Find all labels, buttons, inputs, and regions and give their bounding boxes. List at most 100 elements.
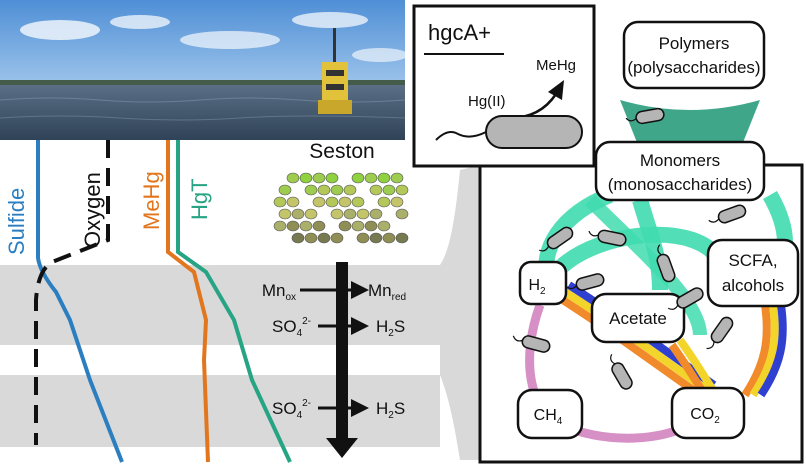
- seston-particle: [325, 196, 339, 208]
- h2-sub: 2: [540, 286, 546, 297]
- seston-particle: [395, 208, 409, 220]
- blue-flow-c: [757, 304, 787, 398]
- orange-flow-c: [741, 304, 771, 398]
- seston-particle: [369, 208, 383, 220]
- reaction-mn-from-sub: ox: [285, 292, 296, 303]
- node-scfa: SCFA, alcohols: [706, 238, 800, 308]
- microbial-cell: [588, 229, 627, 247]
- polymers-line2: (polysaccharides): [627, 58, 760, 77]
- node-ch4: CH4: [516, 388, 584, 440]
- seston-particle: [317, 232, 331, 244]
- seston-particles: [273, 172, 409, 244]
- reaction-mn-from: Mn: [262, 281, 286, 300]
- svg-text:H2S: H2S: [376, 399, 405, 421]
- seston-particle: [278, 208, 292, 220]
- seston-particle: [390, 172, 404, 184]
- seston-particle: [369, 232, 383, 244]
- seston-particle: [291, 232, 305, 244]
- svg-text:CH4: CH4: [534, 407, 563, 427]
- svg-text:SO42-: SO42-: [272, 316, 311, 339]
- sinking-arrow: [326, 262, 358, 458]
- seston-particle: [356, 208, 370, 220]
- seston-particle: [343, 208, 357, 220]
- svg-text:H2: H2: [528, 277, 546, 297]
- profiles: [34, 140, 292, 463]
- acetate-label: Acetate: [609, 309, 667, 328]
- node-polymers: Polymers (polysaccharides): [622, 20, 766, 90]
- svg-text:Mnred: Mnred: [368, 281, 406, 303]
- reaction-s2-to-after: S: [394, 399, 405, 418]
- seston-particle: [377, 172, 391, 184]
- scfa-line2: alcohols: [722, 276, 784, 295]
- co2-base: CO: [690, 406, 714, 423]
- scfa-line1: SCFA,: [728, 251, 777, 270]
- reaction-s1-to-after: S: [394, 317, 405, 336]
- mehg-label: MeHg: [139, 171, 164, 230]
- inset-product: MeHg: [536, 57, 576, 74]
- seston-particle: [395, 232, 409, 244]
- sulfide-label: Sulfide: [4, 188, 29, 255]
- reaction-s2-from: SO: [272, 399, 297, 418]
- sulfide-profile: [36, 140, 124, 463]
- seston-particle: [330, 232, 344, 244]
- microbial-cell: [625, 107, 665, 125]
- microbial-cell: [538, 226, 574, 252]
- methylation-arrowhead: [548, 80, 564, 100]
- monomers-line1: Monomers: [640, 151, 720, 170]
- seston-particle: [304, 232, 318, 244]
- mehg-profile: [166, 140, 210, 463]
- upper-band: [0, 265, 440, 345]
- svg-text:H2S: H2S: [376, 317, 405, 339]
- hgt-profile: [176, 140, 292, 463]
- microbial-cell: [512, 335, 551, 353]
- reaction-s2-from-sub: 4: [297, 410, 303, 421]
- hgca-inset: hgcA+ Hg(II) MeHg: [412, 4, 596, 168]
- seston-particle: [330, 184, 344, 196]
- hgca-flagellum: [435, 131, 487, 141]
- seston-particle: [286, 196, 300, 208]
- seston-particle: [286, 172, 300, 184]
- seston-particle: [317, 184, 331, 196]
- ch4-sub: 4: [557, 416, 563, 427]
- reaction-mn: Mnox Mnred: [262, 281, 406, 303]
- seston-particle: [356, 232, 370, 244]
- svg-text:Mnox: Mnox: [262, 281, 296, 303]
- lower-band: [0, 375, 440, 447]
- seston-particle: [330, 208, 344, 220]
- seston-particle: [312, 196, 326, 208]
- seston-title: Seston: [309, 140, 374, 163]
- hgca-cell: [485, 115, 583, 149]
- seston-particle: [291, 208, 305, 220]
- oxygen-label: Oxygen: [80, 172, 105, 248]
- reaction-mn-to: Mn: [368, 281, 392, 300]
- seston-particle: [369, 184, 383, 196]
- microbial-cell: [708, 204, 747, 224]
- microbial-cell: [565, 273, 605, 291]
- seston-particle: [364, 172, 378, 184]
- polymers-line1: Polymers: [659, 34, 730, 53]
- seston-particle: [377, 220, 391, 232]
- seston-particle: [273, 220, 287, 232]
- seston-particle: [273, 196, 287, 208]
- node-acetate: Acetate: [590, 292, 686, 344]
- seston-particle: [286, 220, 300, 232]
- orange-flow-a: [552, 291, 703, 399]
- reaction-sulfate-2: SO42- H2S: [272, 398, 405, 421]
- reaction-s1-to: H: [376, 317, 388, 336]
- co2-sub: 2: [714, 415, 720, 426]
- seston-particle: [351, 220, 365, 232]
- yellow-flow-c: [749, 304, 779, 398]
- microbial-cell: [656, 244, 676, 283]
- hgt-label: HgT: [187, 178, 212, 220]
- svg-text:SO42-: SO42-: [272, 398, 311, 421]
- microbial-cell: [667, 287, 704, 310]
- h2-base: H: [528, 277, 540, 294]
- seston-particle: [325, 172, 339, 184]
- ch4-base: CH: [534, 407, 557, 424]
- seston-particle: [377, 196, 391, 208]
- microbial-cell: [610, 353, 633, 390]
- reaction-mn-to-sub: red: [392, 292, 406, 303]
- funnel-connector: [440, 165, 480, 460]
- seston-particle: [351, 172, 365, 184]
- seston-particle: [395, 184, 409, 196]
